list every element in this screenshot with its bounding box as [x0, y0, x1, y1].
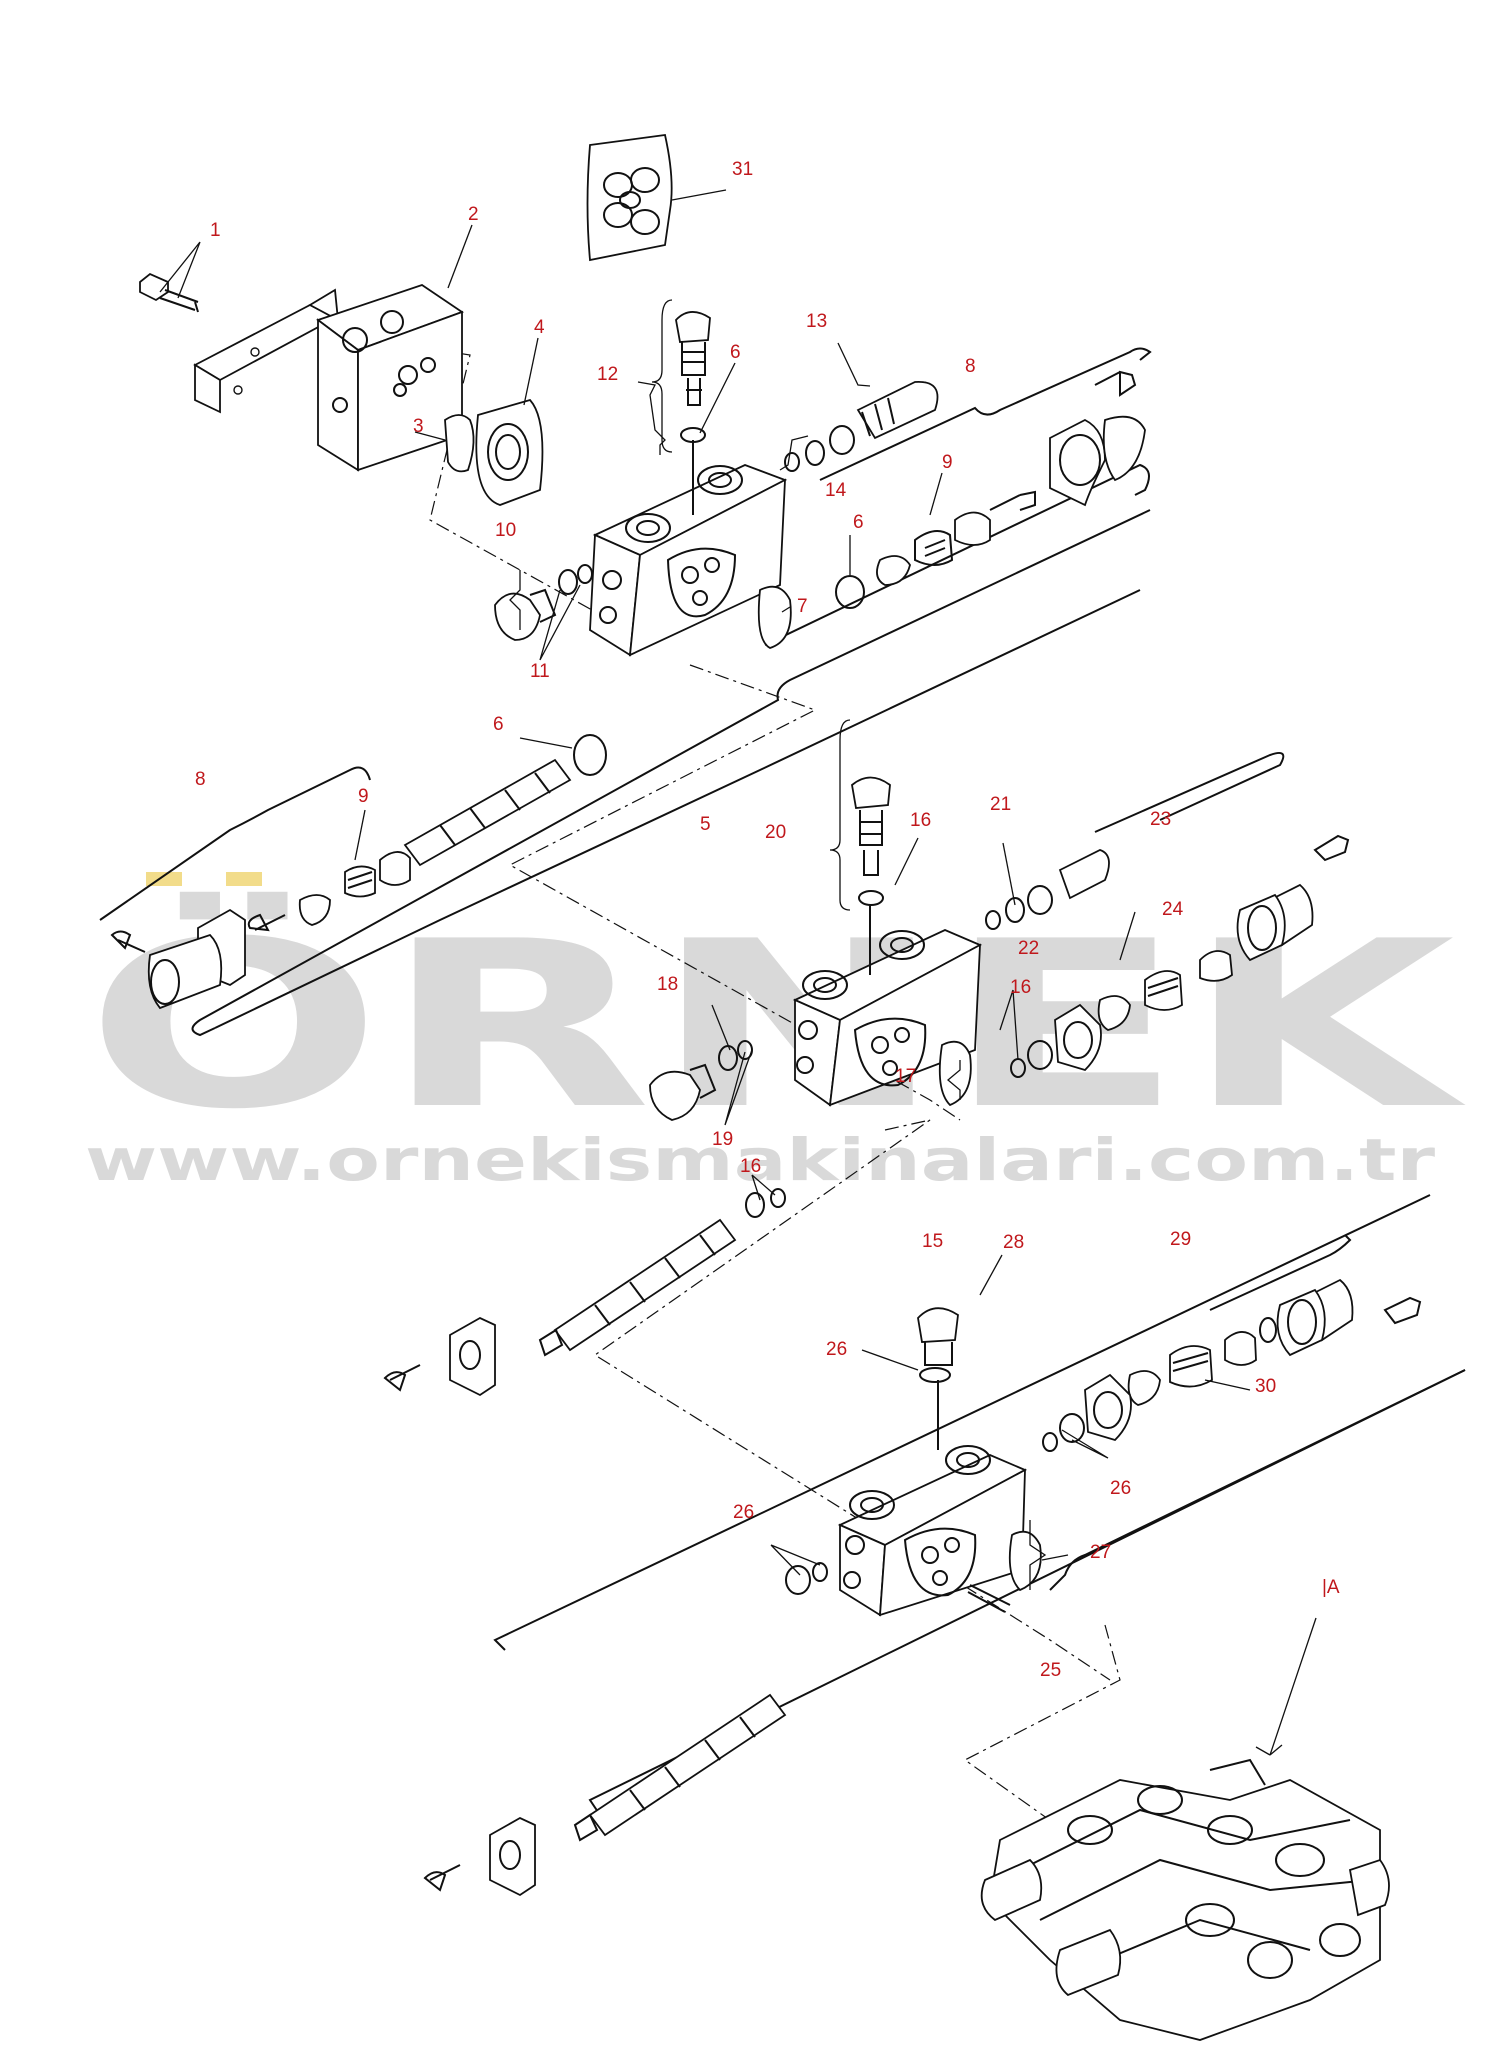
callout-16-c: 16: [740, 1156, 761, 1177]
valve-section-icon: [423, 1278, 1422, 1897]
callout-6-b: 6: [853, 512, 864, 533]
callout-29: 29: [1170, 1229, 1191, 1250]
callout-16-a: 16: [910, 810, 931, 831]
callout-24: 24: [1162, 899, 1184, 920]
callout-15: 15: [922, 1231, 943, 1252]
callout-16-b: 16: [1010, 977, 1031, 998]
callout-23: 23: [1150, 809, 1171, 830]
callout-9-b: 9: [358, 786, 369, 807]
callout-30: 30: [1255, 1376, 1276, 1397]
callout-25: 25: [1040, 1660, 1061, 1681]
callout-5: 5: [700, 814, 711, 835]
callout-7: 7: [797, 596, 808, 617]
callout-9-a: 9: [942, 452, 953, 473]
braces: [509, 299, 1047, 1590]
callout-31: 31: [732, 159, 753, 180]
section-dividers: [99, 347, 1466, 1816]
callout-3: 3: [413, 416, 424, 437]
callout-28: 28: [1003, 1232, 1024, 1253]
callout-17: 17: [895, 1066, 916, 1087]
callout-19: 19: [712, 1129, 733, 1150]
valve-section-icon: [110, 272, 1146, 1010]
callout-26-c: 26: [733, 1502, 754, 1523]
leader-lines: [159, 189, 1317, 1756]
callout-8-a: 8: [965, 356, 976, 377]
callout-8-b: 8: [195, 769, 206, 790]
callout-20: 20: [765, 822, 786, 843]
callout-4: 4: [534, 317, 545, 338]
callout-1: 1: [210, 220, 221, 241]
callout-A: |A: [1322, 1577, 1340, 1598]
callout-26-b: 26: [1110, 1478, 1131, 1499]
callout-13: 13: [806, 311, 827, 332]
callout-10: 10: [495, 520, 516, 541]
callout-27: 27: [1090, 1542, 1111, 1563]
callout-6-c: 6: [493, 714, 504, 735]
seal-kit-icon: [586, 133, 673, 262]
watermark: ÖRNEK www.ornekismakinalari.com.tr: [85, 872, 1467, 1194]
callouts: 1 2 3 4 5 6 6 6 7 8 8 9 9 10 11 12 13 14…: [195, 159, 1340, 1681]
callout-6-a: 6: [730, 342, 741, 363]
valve-section-icon: [383, 776, 1350, 1397]
callout-2: 2: [468, 204, 479, 225]
callout-14: 14: [825, 480, 847, 501]
callout-22: 22: [1018, 938, 1039, 959]
callout-11: 11: [530, 661, 550, 682]
watermark-brand: ÖRNEK: [85, 891, 1467, 1160]
callout-12: 12: [597, 364, 618, 385]
callout-18: 18: [657, 974, 678, 995]
callout-26-a: 26: [826, 1339, 847, 1360]
valve-assembly-icon: [980, 1758, 1390, 2041]
callout-21: 21: [990, 794, 1011, 815]
